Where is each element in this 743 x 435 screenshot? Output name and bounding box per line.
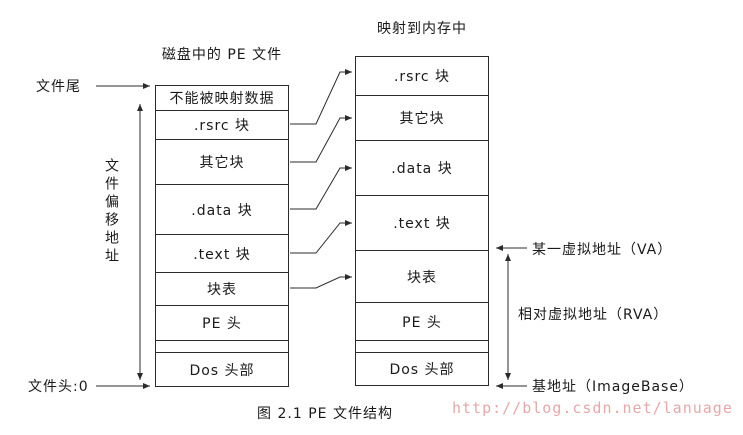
file-head-label: 文件头:0 [28, 379, 89, 395]
relative-virtual-address-label: 相对虚拟地址（RVA） [518, 307, 669, 323]
virtual-address-label: 某一虚拟地址（VA） [532, 242, 673, 258]
mem-row-gap [356, 341, 488, 353]
disk-column-title: 磁盘中的 PE 文件 [161, 47, 283, 63]
disk-row-text: .text 块 [156, 235, 288, 273]
mem-row-text: .text 块 [356, 196, 488, 251]
disk-row-rsrc: .rsrc 块 [156, 111, 288, 140]
disk-row-section-table: 块表 [156, 273, 288, 306]
other-mapping-arrow [290, 115, 352, 163]
disk-row-dos-header: Dos 头部 [189, 362, 255, 379]
mem-row-rsrc: .rsrc 块 [356, 57, 488, 96]
data-mapping-arrow [290, 165, 352, 210]
rsrc-mapping-arrow [290, 69, 352, 125]
memory-column: .rsrc 块 其它块 .data 块 .text 块 块表 PE 头 Dos … [355, 56, 489, 386]
memory-column-title: 映射到内存中 [377, 21, 467, 37]
mem-row-other: 其它块 [356, 96, 488, 141]
mem-row-data: .data 块 [356, 141, 488, 196]
disk-pe-column: 不能被映射数据 .rsrc 块 其它块 .data 块 .text 块 块表 P… [155, 85, 289, 387]
figure-caption: 图 2.1 PE 文件结构 [257, 406, 393, 422]
image-base-label: 基地址（ImageBase） [532, 379, 694, 395]
disk-row-unmappable: 不能被映射数据 [156, 86, 288, 111]
mem-row-dos-header: Dos 头部 [389, 362, 455, 378]
disk-row-data: .data 块 [156, 185, 288, 235]
file-end-label: 文件尾 [36, 79, 81, 95]
watermark-url: http://blog.csdn.net/lanuage [452, 399, 733, 417]
mem-row-pe-header: PE 头 [356, 303, 488, 341]
text-mapping-arrow [290, 220, 352, 254]
file-offset-label: 文件偏移地址 [103, 158, 119, 266]
disk-row-pe-header: PE 头 [156, 306, 288, 341]
disk-row-other: 其它块 [156, 140, 288, 185]
disk-row-gap [156, 341, 288, 353]
mem-row-section-table: 块表 [356, 251, 488, 303]
table-mapping-arrow [290, 274, 352, 289]
